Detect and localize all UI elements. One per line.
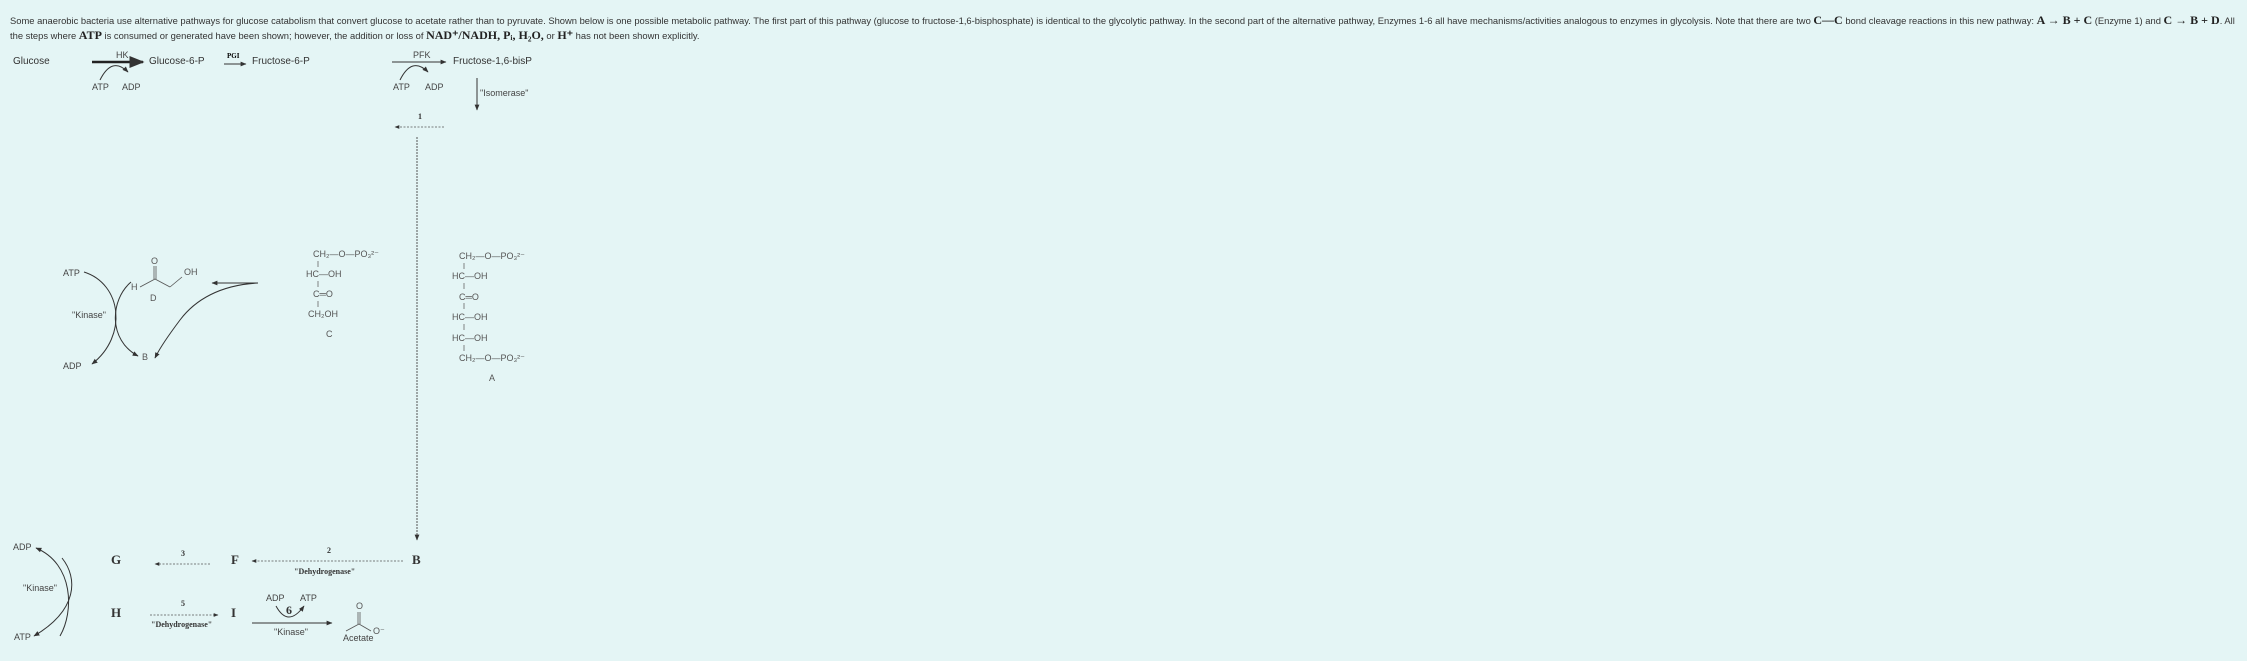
- compound-d: O H OH D: [131, 256, 198, 303]
- left-kinase-step: ATP "Kinase" ADP B: [63, 268, 148, 371]
- bottom-kinase-step: ADP "Kinase" ATP: [13, 542, 73, 642]
- hk-curve: [99, 65, 129, 81]
- svg-text:HC—OH: HC—OH: [452, 312, 488, 322]
- svg-text:OH: OH: [184, 267, 198, 277]
- intro-paragraph: Some anaerobic bacteria use alternative …: [10, 13, 2235, 42]
- svg-text:O: O: [151, 256, 158, 266]
- c-to-b-tail: [154, 352, 160, 359]
- g6p-label: Glucose-6-P: [149, 56, 205, 67]
- svg-text:O⁻: O⁻: [373, 626, 385, 636]
- pfk-atp: ATP: [393, 82, 410, 92]
- svg-text:CH₂OH: CH₂OH: [308, 309, 338, 319]
- enzyme3-label: 3: [181, 549, 185, 558]
- svg-text:Acetate: Acetate: [343, 633, 374, 643]
- svg-text:ADP: ADP: [266, 593, 285, 603]
- svg-text:O: O: [356, 601, 363, 611]
- svg-text:HC—OH: HC—OH: [306, 269, 342, 279]
- svg-text:ADP: ADP: [63, 361, 82, 371]
- glucose-label: Glucose: [13, 56, 50, 67]
- svg-text:HC—OH: HC—OH: [452, 271, 488, 281]
- f16bp-label: Fructose-1,6-bisP: [453, 56, 532, 67]
- bottom-g: G: [111, 552, 121, 567]
- bottom-b: B: [412, 552, 421, 567]
- svg-text:"Kinase": "Kinase": [23, 583, 57, 593]
- step6: ADP ATP 6 "Kinase": [252, 593, 333, 637]
- compound-a-label: A: [489, 373, 495, 383]
- enzyme1-label: 1: [418, 112, 422, 121]
- f6p-label: Fructose-6-P: [252, 56, 310, 67]
- pfk-curve: [399, 65, 429, 81]
- pfk-adp: ADP: [425, 82, 444, 92]
- acetate: O O⁻ Acetate: [343, 601, 385, 643]
- pfk-label: PFK: [413, 50, 431, 60]
- hk-adp: ADP: [122, 82, 141, 92]
- svg-text:ATP: ATP: [63, 268, 80, 278]
- svg-text:ATP: ATP: [14, 632, 31, 642]
- svg-text:ADP: ADP: [13, 542, 32, 552]
- compound-d-label: D: [150, 293, 157, 303]
- compound-c-label: C: [326, 329, 333, 339]
- hk-label: HK: [116, 50, 129, 60]
- svg-text:6: 6: [286, 603, 292, 617]
- c-to-b-curve: [155, 282, 259, 357]
- svg-text:C═O: C═O: [459, 292, 479, 302]
- dehydrogenase-1: "Dehydrogenase": [294, 567, 355, 576]
- svg-text:"Kinase": "Kinase": [72, 310, 106, 320]
- compound-c: CH₂—O—PO₃²⁻ HC—OH C═O CH₂OH C: [306, 249, 379, 339]
- pgi-label: PGI: [227, 52, 240, 60]
- enzyme5-label: 5: [181, 599, 185, 608]
- svg-text:C═O: C═O: [313, 289, 333, 299]
- svg-text:"Kinase": "Kinase": [274, 627, 308, 637]
- bottom-i: I: [231, 605, 236, 620]
- isomerase-label: "Isomerase": [480, 88, 528, 98]
- dehydrogenase-2: "Dehydrogenase": [151, 620, 212, 629]
- svg-text:B: B: [142, 352, 148, 362]
- bottom-h: H: [111, 605, 121, 620]
- svg-text:CH₂—O—PO₃²⁻: CH₂—O—PO₃²⁻: [313, 249, 379, 259]
- svg-text:HC—OH: HC—OH: [452, 333, 488, 343]
- bottom-f: F: [231, 552, 239, 567]
- svg-text:ATP: ATP: [300, 593, 317, 603]
- enzyme2-label: 2: [327, 546, 331, 555]
- svg-text:H: H: [131, 282, 138, 292]
- hk-atp: ATP: [92, 82, 109, 92]
- compound-a: CH₂—O—PO₃²⁻ HC—OH C═O HC—OH HC—OH CH₂—O—…: [452, 251, 525, 383]
- svg-text:CH₂—O—PO₃²⁻: CH₂—O—PO₃²⁻: [459, 353, 525, 363]
- svg-text:CH₂—O—PO₃²⁻: CH₂—O—PO₃²⁻: [459, 251, 525, 261]
